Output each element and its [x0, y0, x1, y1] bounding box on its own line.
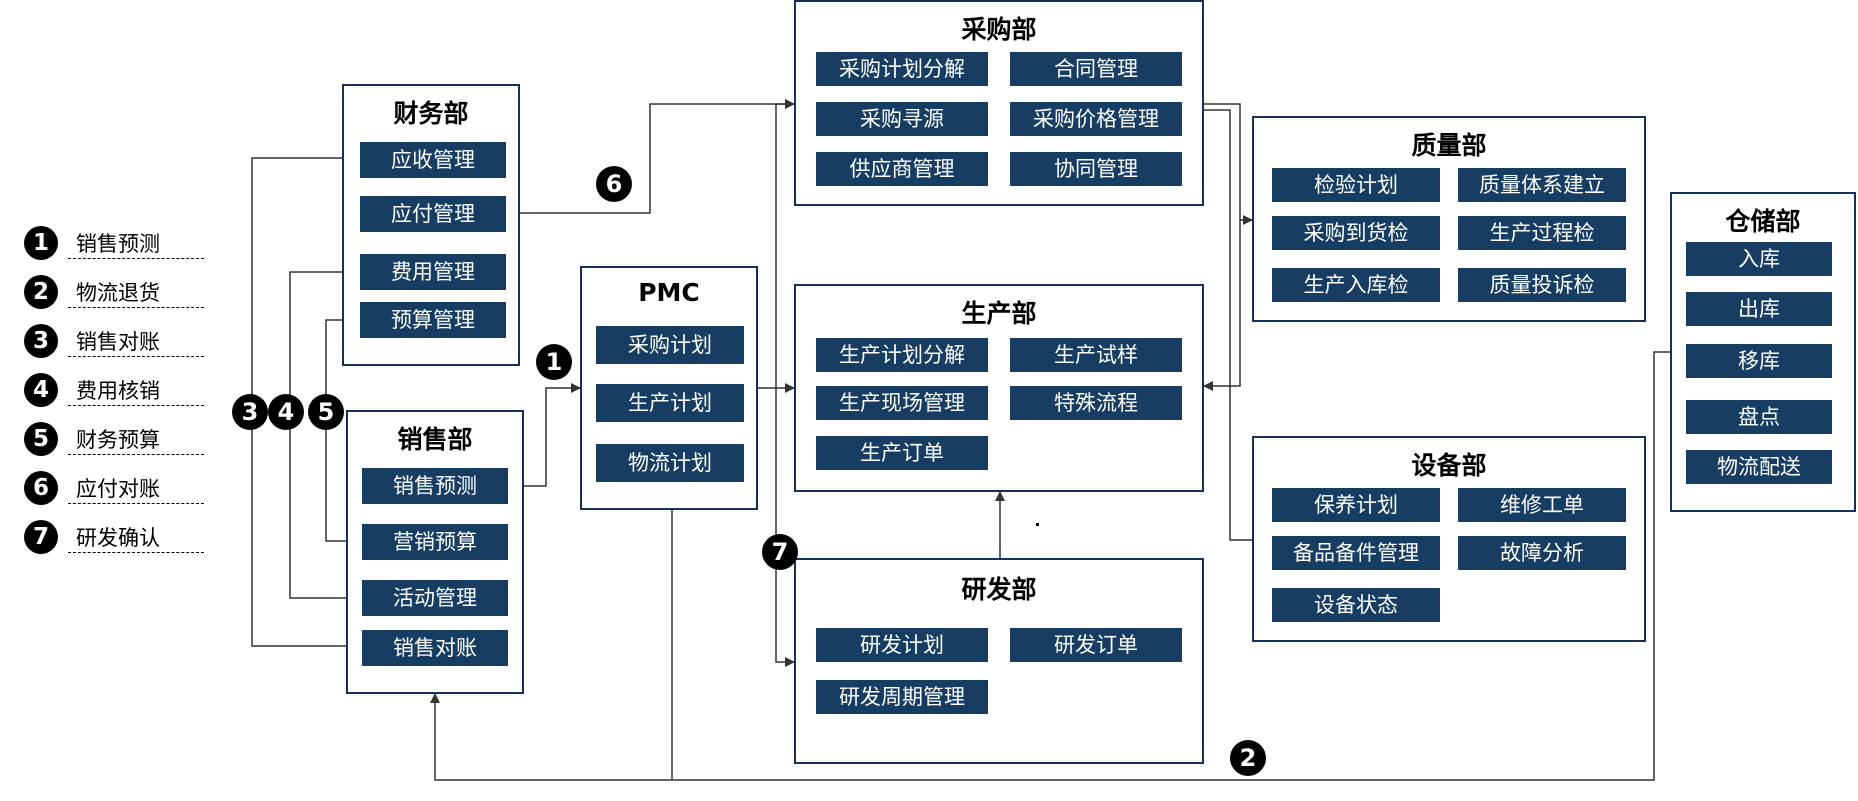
sales-reconcile[interactable]: 销售对账 [362, 630, 508, 666]
legend-label: 物流退货 [76, 281, 160, 305]
rnd-title: 研发部 [961, 575, 1037, 604]
production-site[interactable]: 生产现场管理 [816, 386, 988, 420]
flow-badge-4: 4 [268, 394, 304, 430]
legend-item-7: 7 研发确认 [24, 518, 204, 556]
quality-process[interactable]: 生产过程检 [1458, 216, 1626, 250]
quality-inspection-plan[interactable]: 检验计划 [1272, 168, 1440, 202]
production-order[interactable]: 生产订单 [816, 436, 988, 470]
purchasing-collaboration[interactable]: 协同管理 [1010, 152, 1182, 186]
flow-badge-3: 3 [232, 394, 268, 430]
finance-payable[interactable]: 应付管理 [360, 196, 506, 232]
legend-underline [68, 454, 204, 455]
flow-badge-1: 1 [536, 344, 572, 380]
purchasing-title: 采购部 [961, 15, 1037, 44]
pmc-department: PMC 采购计划 生产计划 物流计划 [580, 266, 758, 510]
quality-department: 质量部 检验计划 质量体系建立 采购到货检 生产过程检 生产入库检 质量投诉检 [1252, 116, 1646, 322]
equipment-spare-parts[interactable]: 备品备件管理 [1272, 536, 1440, 570]
purchasing-contract[interactable]: 合同管理 [1010, 52, 1182, 86]
production-special-process[interactable]: 特殊流程 [1010, 386, 1182, 420]
equipment-repair-order[interactable]: 维修工单 [1458, 488, 1626, 522]
legend-item-1: 1 销售预测 [24, 224, 204, 262]
production-title: 生产部 [961, 299, 1037, 328]
legend-item-4: 4 费用核销 [24, 371, 204, 409]
quality-inbound[interactable]: 生产入库检 [1272, 268, 1440, 302]
warehouse-department: 仓储部 入库 出库 移库 盘点 物流配送 [1670, 192, 1856, 512]
rnd-cycle[interactable]: 研发周期管理 [816, 680, 988, 714]
legend-underline [68, 307, 204, 308]
equipment-title: 设备部 [1411, 451, 1487, 480]
quality-incoming[interactable]: 采购到货检 [1272, 216, 1440, 250]
purchasing-department: 采购部 采购计划分解 合同管理 采购寻源 采购价格管理 供应商管理 协同管理 [794, 0, 1204, 206]
finance-title: 财务部 [393, 99, 469, 128]
legend-label: 财务预算 [76, 428, 160, 452]
rnd-order[interactable]: 研发订单 [1010, 628, 1182, 662]
production-trial[interactable]: 生产试样 [1010, 338, 1182, 372]
sales-department: 销售部 销售预测 营销预算 活动管理 销售对账 [346, 410, 524, 694]
warehouse-stocktake[interactable]: 盘点 [1686, 400, 1832, 434]
quality-complaint[interactable]: 质量投诉检 [1458, 268, 1626, 302]
quality-system[interactable]: 质量体系建立 [1458, 168, 1626, 202]
pmc-logistics-plan[interactable]: 物流计划 [596, 444, 744, 482]
pmc-production-plan[interactable]: 生产计划 [596, 384, 744, 422]
legend-label: 应付对账 [76, 477, 160, 501]
finance-department: 财务部 应收管理 应付管理 费用管理 预算管理 [342, 84, 520, 366]
flow-badge-5: 5 [308, 394, 344, 430]
sales-title: 销售部 [397, 425, 473, 454]
legend-underline [68, 356, 204, 357]
rnd-plan[interactable]: 研发计划 [816, 628, 988, 662]
flow-badge-2: 2 [1230, 740, 1266, 776]
warehouse-outbound[interactable]: 出库 [1686, 292, 1832, 326]
warehouse-title: 仓储部 [1725, 207, 1801, 236]
legend-item-5: 5 财务预算 [24, 420, 204, 458]
legend-number: 7 [24, 520, 58, 554]
purchasing-plan-breakdown[interactable]: 采购计划分解 [816, 52, 988, 86]
legend-underline [68, 405, 204, 406]
legend-label: 费用核销 [76, 379, 160, 403]
quality-title: 质量部 [1411, 131, 1487, 160]
warehouse-transfer[interactable]: 移库 [1686, 344, 1832, 378]
legend-underline [68, 552, 204, 553]
finance-receivable[interactable]: 应收管理 [360, 142, 506, 178]
sales-activity[interactable]: 活动管理 [362, 580, 508, 616]
production-department: 生产部 生产计划分解 生产试样 生产现场管理 特殊流程 生产订单 [794, 284, 1204, 492]
rnd-department: 研发部 研发计划 研发订单 研发周期管理 [794, 558, 1204, 764]
production-plan-breakdown[interactable]: 生产计划分解 [816, 338, 988, 372]
legend-number: 4 [24, 373, 58, 407]
legend-label: 研发确认 [76, 526, 160, 550]
legend-number: 6 [24, 471, 58, 505]
flow-badge-7: 7 [762, 534, 798, 570]
legend-item-6: 6 应付对账 [24, 469, 204, 507]
legend-item-2: 2 物流退货 [24, 273, 204, 311]
equipment-department: 设备部 保养计划 维修工单 备品备件管理 故障分析 设备状态 [1252, 436, 1646, 642]
purchasing-supplier[interactable]: 供应商管理 [816, 152, 988, 186]
warehouse-inbound[interactable]: 入库 [1686, 242, 1832, 276]
legend-label: 销售对账 [76, 330, 160, 354]
purchasing-sourcing[interactable]: 采购寻源 [816, 102, 988, 136]
equipment-fault-analysis[interactable]: 故障分析 [1458, 536, 1626, 570]
legend-number: 1 [24, 226, 58, 260]
finance-expense[interactable]: 费用管理 [360, 254, 506, 290]
legend-number: 3 [24, 324, 58, 358]
legend-label: 销售预测 [76, 232, 160, 256]
legend-underline [68, 258, 204, 259]
legend-item-3: 3 销售对账 [24, 322, 204, 360]
pmc-title: PMC [638, 278, 700, 307]
flow-badge-6: 6 [596, 166, 632, 202]
legend-underline [68, 503, 204, 504]
sales-marketing-budget[interactable]: 营销预算 [362, 524, 508, 560]
legend-number: 2 [24, 275, 58, 309]
finance-budget[interactable]: 预算管理 [360, 302, 506, 338]
equipment-maintenance-plan[interactable]: 保养计划 [1272, 488, 1440, 522]
equipment-status[interactable]: 设备状态 [1272, 588, 1440, 622]
warehouse-distribution[interactable]: 物流配送 [1686, 450, 1832, 484]
pmc-purchase-plan[interactable]: 采购计划 [596, 326, 744, 364]
purchasing-price[interactable]: 采购价格管理 [1010, 102, 1182, 136]
sales-forecast[interactable]: 销售预测 [362, 468, 508, 504]
legend-number: 5 [24, 422, 58, 456]
